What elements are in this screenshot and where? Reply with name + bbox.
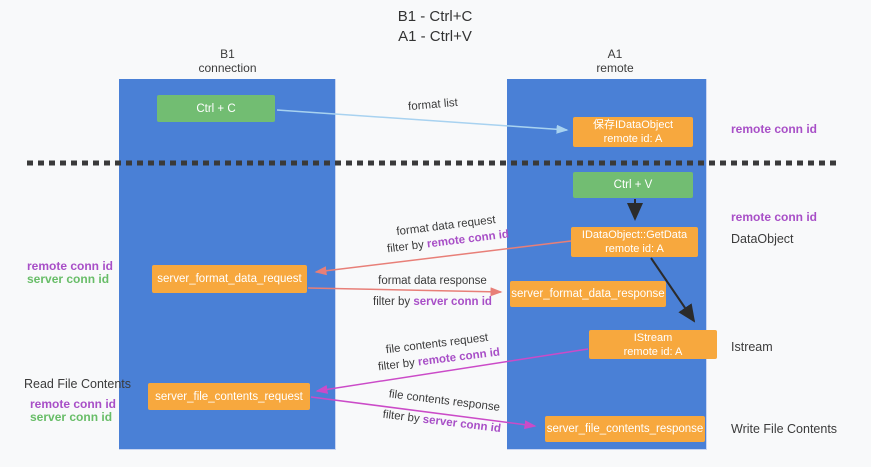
format-list-text: format list <box>407 96 459 114</box>
lifeline-a1-role: remote <box>596 61 634 75</box>
label-format-list: format list <box>387 93 478 117</box>
node-idataobject-getdata: IDataObject::GetData remote id: A <box>571 227 698 257</box>
annotation-conn-ids-left-mid: remote conn id server conn id <box>27 260 113 286</box>
lifeline-header-a1: A1 remote <box>507 47 723 75</box>
diagram-title: B1 - Ctrl+C A1 - Ctrl+V <box>300 7 570 47</box>
filter-by-text: filter by <box>382 408 421 426</box>
annotation-istream: Istream <box>731 340 773 354</box>
node-file-request-label: server_file_contents_request <box>155 390 303 403</box>
annotation-write-file-contents: Write File Contents <box>731 422 838 436</box>
lifeline-header-b1: B1 connection <box>119 47 336 75</box>
title-line-1: B1 - Ctrl+C <box>397 8 473 25</box>
format-data-response-text: format data response <box>378 275 487 287</box>
node-server-format-data-response: server_format_data_response <box>510 281 666 307</box>
server-conn-id-tag: server conn id <box>413 296 492 308</box>
label-file-contents-request: file contents request filter by remote c… <box>375 329 502 376</box>
annotation-remote-conn-id-mid-right: remote conn id <box>731 210 818 224</box>
node-save-idataobject-line1: 保存IDataObject <box>592 119 674 131</box>
annotation-remote-conn-id-top-right: remote conn id <box>731 122 818 136</box>
label-format-data-response: format data response filter by server co… <box>370 271 495 313</box>
node-save-idataobject: 保存IDataObject remote id: A <box>573 117 693 147</box>
format-data-response-filter: filter by server conn id <box>370 292 495 313</box>
lifeline-b1-name: B1 <box>220 47 235 61</box>
filter-by-text: filter by <box>377 356 416 374</box>
node-ctrl-c-label: Ctrl + C <box>196 102 236 115</box>
annotation-dataobject: DataObject <box>731 232 794 246</box>
annotation-conn-ids-left-bottom: remote conn id server conn id <box>30 398 116 424</box>
node-getdata-line2: remote id: A <box>605 243 664 255</box>
server-conn-id-text: server conn id <box>30 410 113 424</box>
filter-by-text: filter by <box>373 296 411 308</box>
node-istream-line2: remote id: A <box>623 345 683 358</box>
node-save-idataobject-line2: remote id: A <box>603 133 663 145</box>
node-server-format-data-request: server_format_data_request <box>152 265 307 293</box>
annotation-read-file-contents: Read File Contents <box>24 377 132 391</box>
node-file-response-label: server_file_contents_response <box>546 423 704 435</box>
node-format-response-label: server_format_data_response <box>511 288 665 300</box>
lifeline-b1-role: connection <box>198 61 257 75</box>
title-line-2: A1 - Ctrl+V <box>398 28 472 45</box>
node-getdata-line1: IDataObject::GetData <box>581 229 688 241</box>
remote-conn-id-text: remote conn id <box>27 259 114 273</box>
node-ctrl-c: Ctrl + C <box>157 95 275 122</box>
node-server-file-contents-request: server_file_contents_request <box>148 383 310 410</box>
remote-conn-id-text: remote conn id <box>30 397 117 411</box>
node-ctrl-v: Ctrl + V <box>573 172 693 198</box>
lifeline-a1-name: A1 <box>607 47 623 61</box>
filter-by-text: filter by <box>386 238 425 256</box>
label-file-contents-response: file contents response filter by server … <box>372 383 514 442</box>
server-conn-id-text: server conn id <box>27 272 110 286</box>
label-format-data-request: format data request filter by remote con… <box>381 210 514 258</box>
server-conn-id-tag: server conn id <box>422 413 502 436</box>
node-istream: IStream remote id: A <box>589 330 717 359</box>
node-istream-line1: IStream <box>633 331 673 344</box>
node-ctrl-v-label: Ctrl + V <box>613 179 653 191</box>
node-server-file-contents-response: server_file_contents_response <box>545 416 705 442</box>
node-format-request-label: server_format_data_request <box>157 273 302 285</box>
